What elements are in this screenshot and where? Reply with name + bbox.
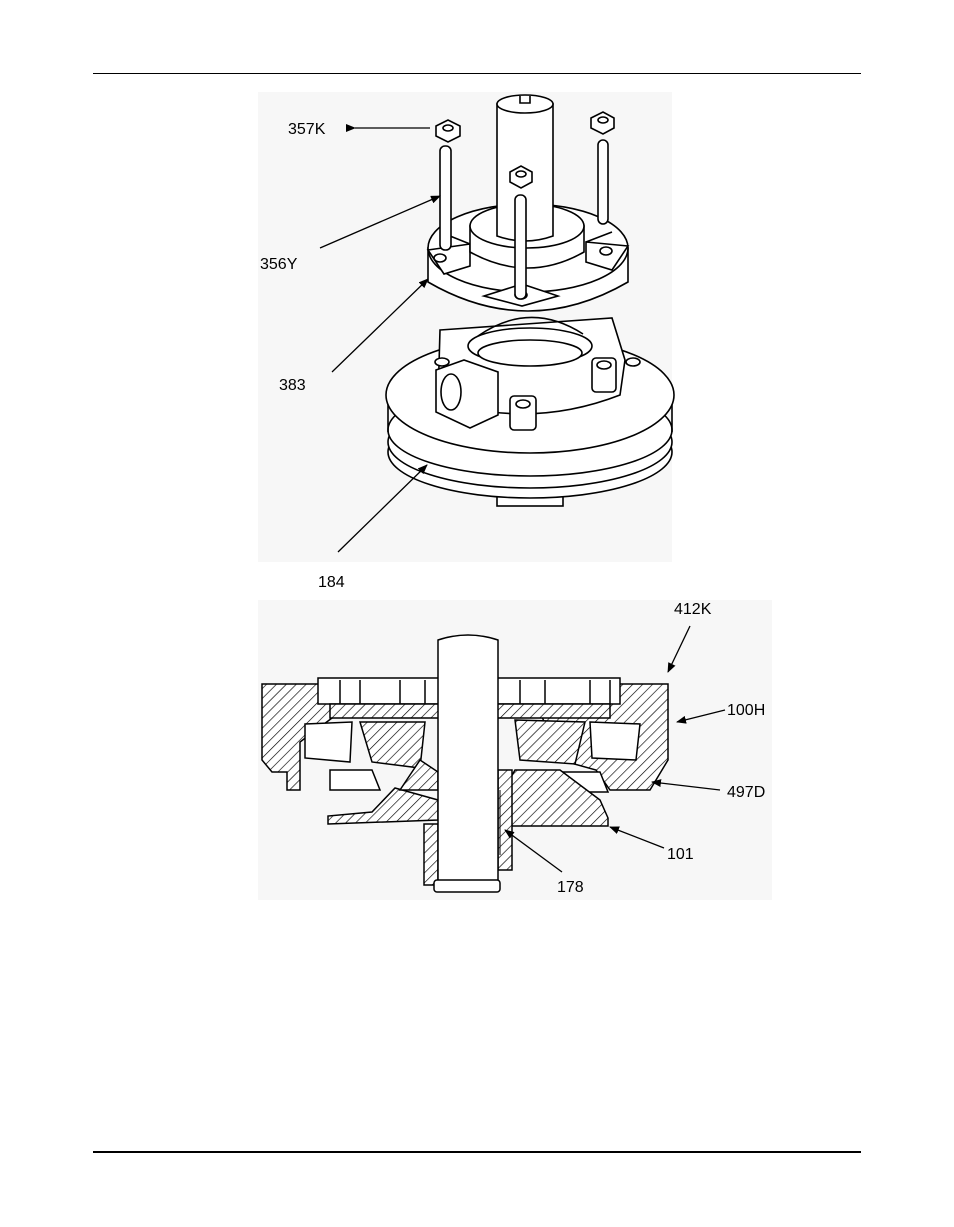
callout-357K: 357K [288, 121, 326, 138]
callout-101: 101 [667, 846, 694, 863]
leader-101 [610, 827, 664, 848]
callout-100H: 100H [727, 702, 765, 719]
callout-356Y: 356Y [260, 256, 298, 273]
exploded-assembly-drawing [386, 95, 674, 506]
callout-383: 383 [279, 377, 306, 394]
leader-412K [668, 626, 690, 672]
leader-383 [332, 279, 428, 372]
callout-497D: 497D [727, 784, 765, 801]
callout-184: 184 [318, 574, 345, 591]
callout-178: 178 [557, 879, 584, 896]
leader-178 [505, 830, 562, 872]
callout-412K: 412K [674, 601, 712, 618]
leader-100H [677, 710, 725, 722]
leader-356Y [320, 196, 440, 248]
leader-497D [652, 782, 720, 790]
sectional-drawing [262, 635, 668, 892]
leader-184 [338, 465, 427, 552]
